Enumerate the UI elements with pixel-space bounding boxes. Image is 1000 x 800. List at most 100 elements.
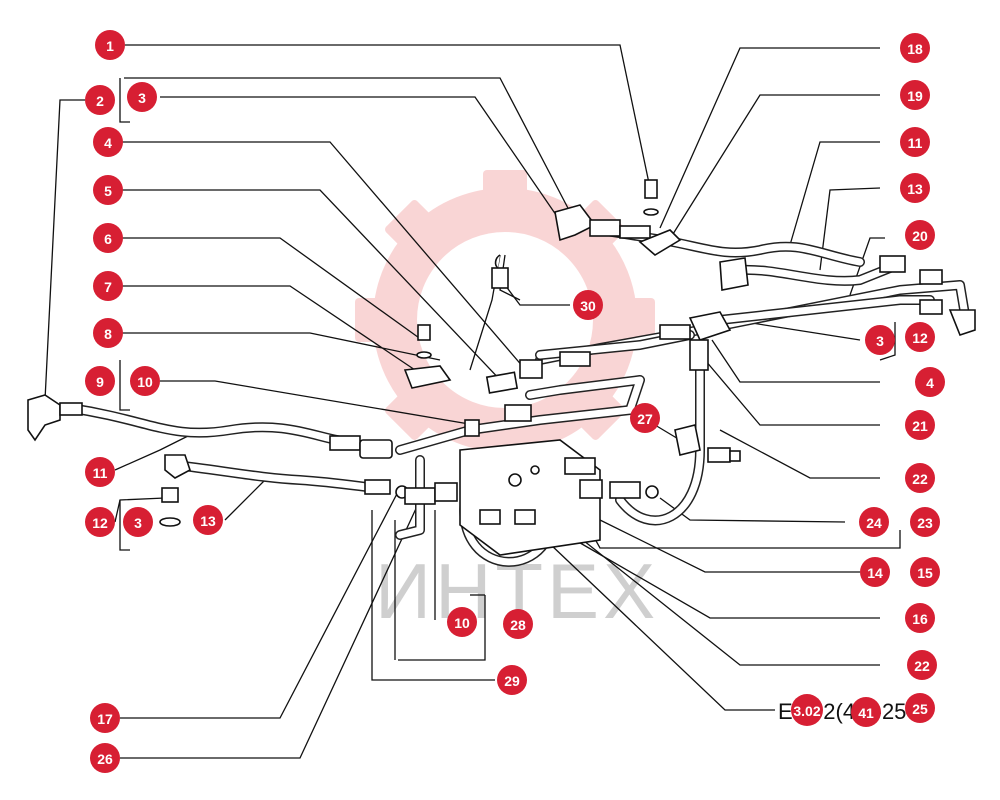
callout-circle [93,223,123,253]
callout-number: 18 [907,41,923,57]
callout-circle [123,507,153,537]
callout-badge: 27 [630,403,660,433]
callout-number: 24 [866,515,882,531]
callout-number: 25 [912,701,928,717]
callout-badge: 4 [93,127,123,157]
callout-number: 3.02 [793,703,820,719]
callout-circle [85,507,115,537]
callout-circle [905,410,935,440]
callout-badge: 5 [93,175,123,205]
callout-badge: 10 [130,366,160,396]
callout-badge: 16 [905,603,935,633]
callout-badge: 10 [447,607,477,637]
callout-circle [127,82,157,112]
callout-badge: 18 [900,33,930,63]
callout-number: 22 [912,471,928,487]
callout-number: 13 [200,513,216,529]
callout-badge: 19 [900,80,930,110]
callout-badge: 24 [859,507,889,537]
callout-number: 12 [92,515,108,531]
callout-number: 3 [134,515,142,531]
callout-number: 11 [908,135,923,151]
callout-number: 20 [912,228,928,244]
callout-number: 2 [96,93,104,109]
callout-number: 3 [876,333,884,349]
callout-number: 15 [917,565,933,581]
callout-badge: 41 [851,697,881,727]
hydraulic-pipes [65,225,970,567]
callout-circle [900,127,930,157]
callout-number: 30 [580,298,596,314]
fittings [27,179,976,556]
callout-badge: 2 [85,85,115,115]
callout-number: 9 [96,374,104,390]
callout-badge: 25 [905,693,935,723]
callout-badge: 3 [865,325,895,355]
callout-circle [130,366,160,396]
callout-circle [905,603,935,633]
callout-badge: 13 [900,173,930,203]
callout-badge: 3 [123,507,153,537]
callout-circle [905,463,935,493]
callout-number: 6 [104,231,112,247]
callout-badge: 3.02 [791,694,823,726]
callout-number: 3 [138,90,146,106]
callout-circle [503,609,533,639]
callout-circle [859,507,889,537]
callout-badge: 14 [860,557,890,587]
callout-number: 27 [637,411,653,427]
callout-badge: 1 [95,30,125,60]
callout-number: 41 [858,705,874,721]
callout-circle [93,318,123,348]
callout-circle [630,403,660,433]
callout-badge: 15 [910,557,940,587]
callout-circle [93,175,123,205]
callout-number: 17 [97,711,113,727]
callout-circle [573,290,603,320]
callout-number: 1 [106,38,114,54]
callout-circle [93,271,123,301]
callout-circle [193,505,223,535]
callout-badge: 11 [900,127,930,157]
callout-number: 10 [137,374,153,390]
callout-badge: 13 [193,505,223,535]
callout-circle [900,80,930,110]
callout-badge: 4 [915,367,945,397]
callout-badge: 11 [85,457,115,487]
callout-circle [497,665,527,695]
callout-badge: 22 [905,463,935,493]
callout-badge: 26 [90,743,120,773]
callout-circle [85,457,115,487]
callout-badge: 7 [93,271,123,301]
callout-circle [90,703,120,733]
callout-number: 7 [104,279,112,295]
callout-number: 8 [104,326,112,342]
callout-badge: 8 [93,318,123,348]
callout-circle [90,743,120,773]
callout-number: 19 [907,88,923,104]
callout-number: 5 [104,183,112,199]
callout-badge: 3 [127,82,157,112]
callout-circle [910,507,940,537]
callout-badge: 21 [905,410,935,440]
callout-number: 23 [917,515,933,531]
leader-lines [44,44,901,759]
callout-badge: 20 [905,220,935,250]
callout-badge: 12 [905,322,935,352]
callout-number: 11 [93,465,108,481]
callout-number: 26 [97,751,113,767]
callout-number: 14 [867,565,883,581]
callout-circle [907,650,937,680]
callout-circle [910,557,940,587]
callout-circle [93,127,123,157]
callout-badge: 29 [497,665,527,695]
callout-badge: 12 [85,507,115,537]
callout-badge: 9 [85,366,115,396]
callout-number: 28 [510,617,526,633]
callout-circle [95,30,125,60]
callout-badge: 22 [907,650,937,680]
callout-circle [900,173,930,203]
callout-number: 22 [914,658,930,674]
callout-circle [900,33,930,63]
